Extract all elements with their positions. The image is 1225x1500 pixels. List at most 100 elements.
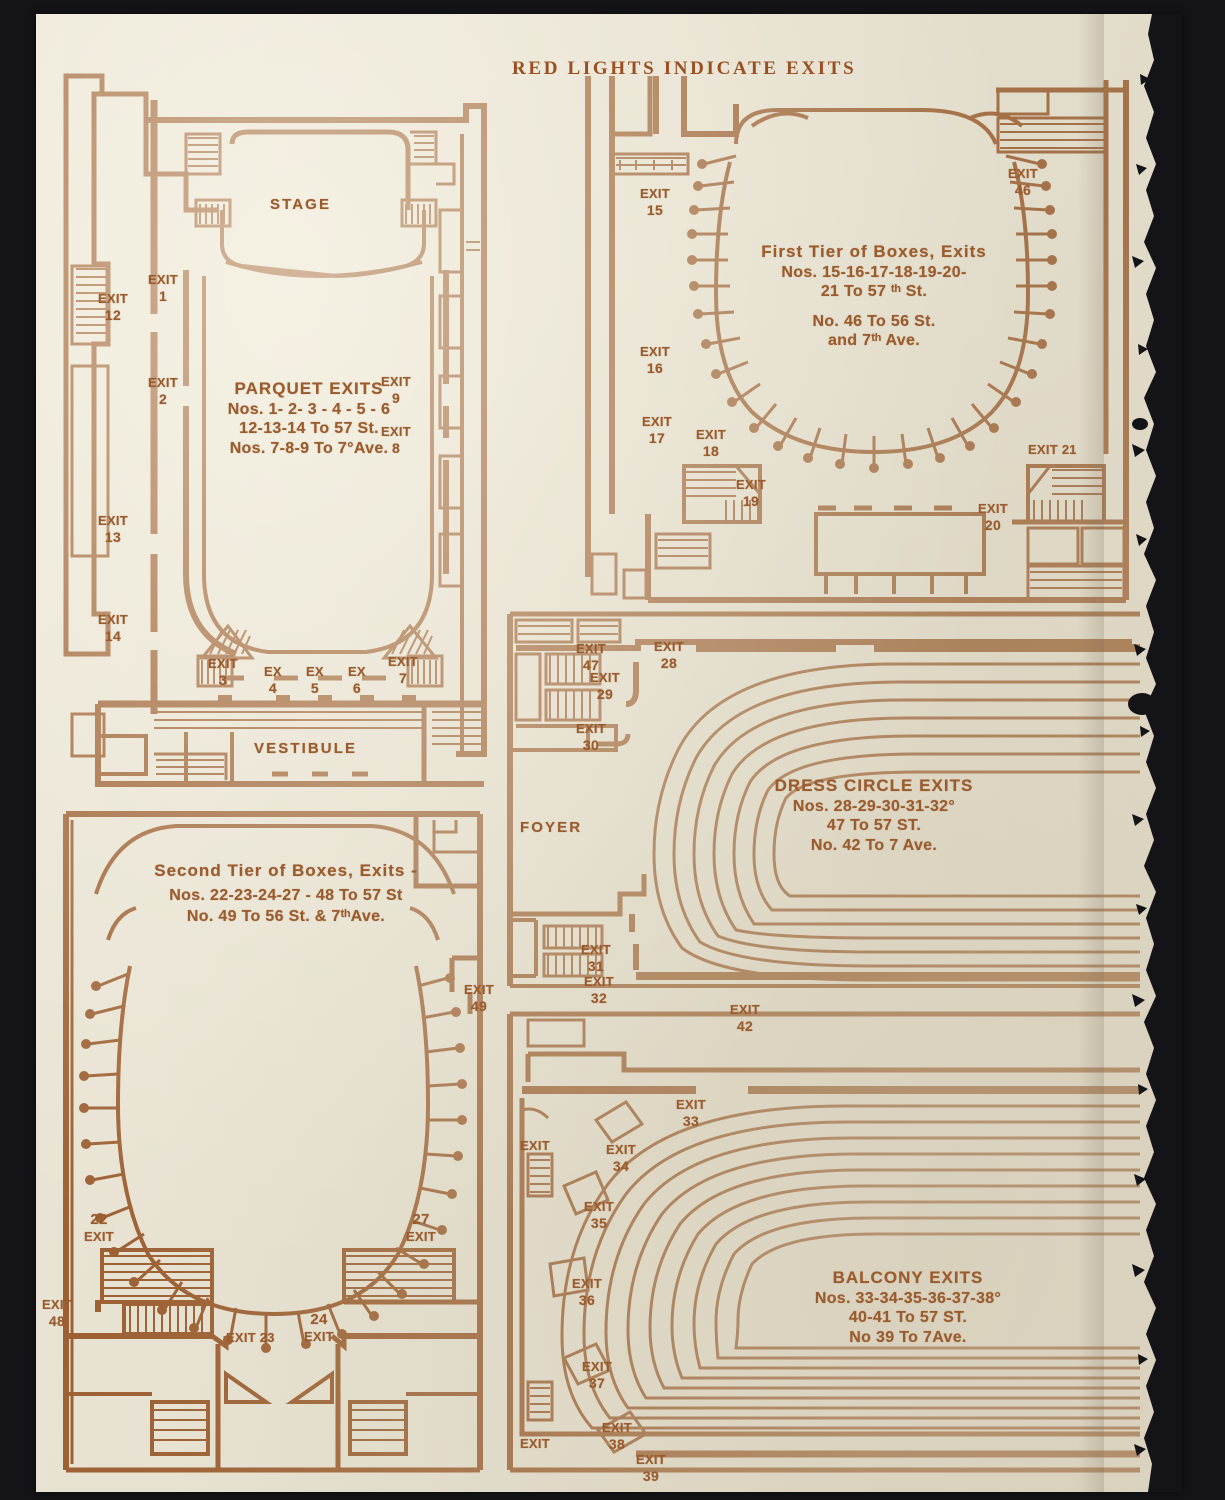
exit-label-text: EXIT xyxy=(576,641,606,656)
exit-marker-1: EXIT 1 xyxy=(148,272,178,305)
exit-marker-16: EXIT 16 xyxy=(640,344,670,377)
exit-number-text: 16 xyxy=(646,359,664,376)
first-tier-legend-line-1: Nos. 15-16-17-18-19-20- xyxy=(781,263,967,281)
exit-number-text: 14 xyxy=(104,627,122,644)
exit-label-text: EXIT xyxy=(406,1229,436,1245)
exit-label-text: EXIT xyxy=(636,1452,666,1467)
exit-marker-22: 22 EXIT xyxy=(84,1211,114,1245)
exit-number-text: 5 xyxy=(310,679,319,696)
exit-label-text: EX xyxy=(306,664,324,679)
exit-marker-4: EX 4 xyxy=(264,664,282,697)
exit-marker-3: EXIT 3 xyxy=(208,656,238,689)
exit-label-text: EXIT xyxy=(304,1329,334,1345)
exit-number-text: 22 xyxy=(90,1211,108,1228)
exit-label-text: EXIT xyxy=(381,424,411,439)
exit-label-text: EXIT xyxy=(642,414,672,429)
exit-marker-23: EXIT 23 xyxy=(226,1330,275,1346)
parquet-legend-title: PARQUET EXITS xyxy=(234,379,384,398)
exit-marker-9: EXIT 9 xyxy=(381,374,411,407)
exit-label-text: EXIT xyxy=(148,272,178,287)
exit-number-text: 1 xyxy=(158,287,167,304)
parquet-legend: PARQUET EXITS Nos. 1- 2- 3 - 4 - 5 - 6 1… xyxy=(164,379,454,458)
second-tier-legend: Second Tier of Boxes, Exits - Nos. 22-23… xyxy=(126,861,446,927)
exit-label-text: EX xyxy=(348,664,366,679)
exit-marker-2: EXIT 2 xyxy=(148,375,178,408)
exit-number-text: 46 xyxy=(1014,181,1032,198)
exit-marker-14: EXIT 14 xyxy=(98,612,128,645)
exit-number-text: 13 xyxy=(104,528,122,545)
exit-label-text: EXIT xyxy=(84,1229,114,1245)
exit-marker-7: EXIT 7 xyxy=(388,654,418,687)
exit-marker-31: EXIT 31 xyxy=(581,942,611,975)
exit-number-text: 24 xyxy=(310,1311,328,1328)
exit-marker-32: EXIT 32 xyxy=(584,974,614,1007)
exit-label-text: EXIT xyxy=(388,654,418,669)
torn-edge-shadow xyxy=(1078,14,1104,1492)
exit-label-text: EXIT xyxy=(148,375,178,390)
exit-number-text: 15 xyxy=(646,201,664,218)
exit-number-text: 31 xyxy=(587,957,605,974)
second-tier-legend-line-2: No. 49 To 56 St. & 7ᵗʰAve. xyxy=(186,908,386,926)
exit-number-text: 17 xyxy=(648,429,666,446)
vestibule-label: VESTIBULE xyxy=(254,740,358,757)
exit-marker-30: EXIT 30 xyxy=(576,721,606,754)
exit-number-text: 47 xyxy=(582,656,600,673)
first-tier-legend: First Tier of Boxes, Exits Nos. 15-16-17… xyxy=(736,242,1012,351)
exit-number-text: 32 xyxy=(590,989,608,1006)
exit-label-text: EXIT xyxy=(654,639,684,654)
dress-circle-legend-line-2: 47 To 57 ST. xyxy=(826,817,922,835)
foyer-label: FOYER xyxy=(520,819,583,836)
exit-label-text: EXIT xyxy=(1028,442,1058,457)
exit-number-text: 21 xyxy=(1061,442,1077,457)
exit-number-text: 30 xyxy=(582,736,600,753)
exit-marker-12: EXIT 12 xyxy=(98,291,128,324)
exit-number-text: 7 xyxy=(398,669,407,686)
second-tier-legend-line-1: Nos. 22-23-24-27 - 48 To 57 St xyxy=(169,886,403,904)
exit-marker-8: EXIT 8 xyxy=(381,424,411,457)
exit-marker-36: EXIT 36 xyxy=(572,1276,602,1309)
first-tier-legend-line-3: No. 46 To 56 St. xyxy=(812,312,936,330)
first-tier-legend-title: First Tier of Boxes, Exits xyxy=(761,242,987,261)
exit-label-text: EXIT xyxy=(576,721,606,736)
exit-label-text: EXIT xyxy=(978,501,1008,516)
exit-label-text: EXIT xyxy=(640,186,670,201)
exit-number-text: 42 xyxy=(736,1017,754,1034)
exit-marker-balcony-upper-unnumbered: EXIT xyxy=(520,1138,550,1154)
exit-marker-6: EX 6 xyxy=(348,664,366,697)
exit-marker-18: EXIT 18 xyxy=(696,427,726,460)
exit-marker-46: EXIT 46 xyxy=(1008,166,1038,199)
exit-marker-balcony-lower-unnumbered: EXIT xyxy=(520,1436,550,1452)
exit-marker-42: EXIT 42 xyxy=(730,1002,760,1035)
exit-number-text: 37 xyxy=(588,1374,606,1391)
exit-label-text: EXIT xyxy=(42,1297,72,1312)
dress-circle-legend-line-3: No. 42 To 7 Ave. xyxy=(810,836,938,854)
exit-label-text: EXIT xyxy=(640,344,670,359)
first-tier-legend-line-4: and 7ᵗʰ Ave. xyxy=(827,332,921,350)
exit-label-text: EXIT xyxy=(98,291,128,306)
exit-marker-20: EXIT 20 xyxy=(978,501,1008,534)
exit-number-text: 6 xyxy=(352,679,361,696)
dress-circle-legend: DRESS CIRCLE EXITS Nos. 28-29-30-31-32° … xyxy=(724,776,1024,855)
exit-label-text: EXIT xyxy=(730,1002,760,1017)
torn-right-edge xyxy=(1128,14,1182,1492)
exit-marker-37: EXIT 37 xyxy=(582,1359,612,1392)
balcony-legend-line-1: Nos. 33-34-35-36-37-38° xyxy=(814,1289,1002,1307)
exit-label-text: EXIT xyxy=(584,974,614,989)
exit-label-text: EX xyxy=(264,664,282,679)
exit-label-text: EXIT xyxy=(464,982,494,997)
exit-marker-39: EXIT 39 xyxy=(636,1452,666,1485)
exit-label-text: EXIT xyxy=(572,1276,602,1291)
exit-number-text: 20 xyxy=(984,516,1002,533)
exit-label-text: EXIT xyxy=(1008,166,1038,181)
exit-number-text: 3 xyxy=(218,671,227,688)
exit-marker-49: EXIT 49 xyxy=(464,982,494,1015)
exit-label-text: EXIT xyxy=(520,1138,550,1153)
exit-label-text: EXIT 23 xyxy=(226,1330,275,1345)
exit-label-text: EXIT xyxy=(736,477,766,492)
exit-marker-38: EXIT 38 xyxy=(602,1420,632,1453)
parquet-legend-line-1: Nos. 1- 2- 3 - 4 - 5 - 6 xyxy=(227,400,391,418)
page-title: RED LIGHTS INDICATE EXITS xyxy=(512,58,857,79)
exit-marker-33: EXIT 33 xyxy=(676,1097,706,1130)
exit-label-text: EXIT xyxy=(606,1142,636,1157)
